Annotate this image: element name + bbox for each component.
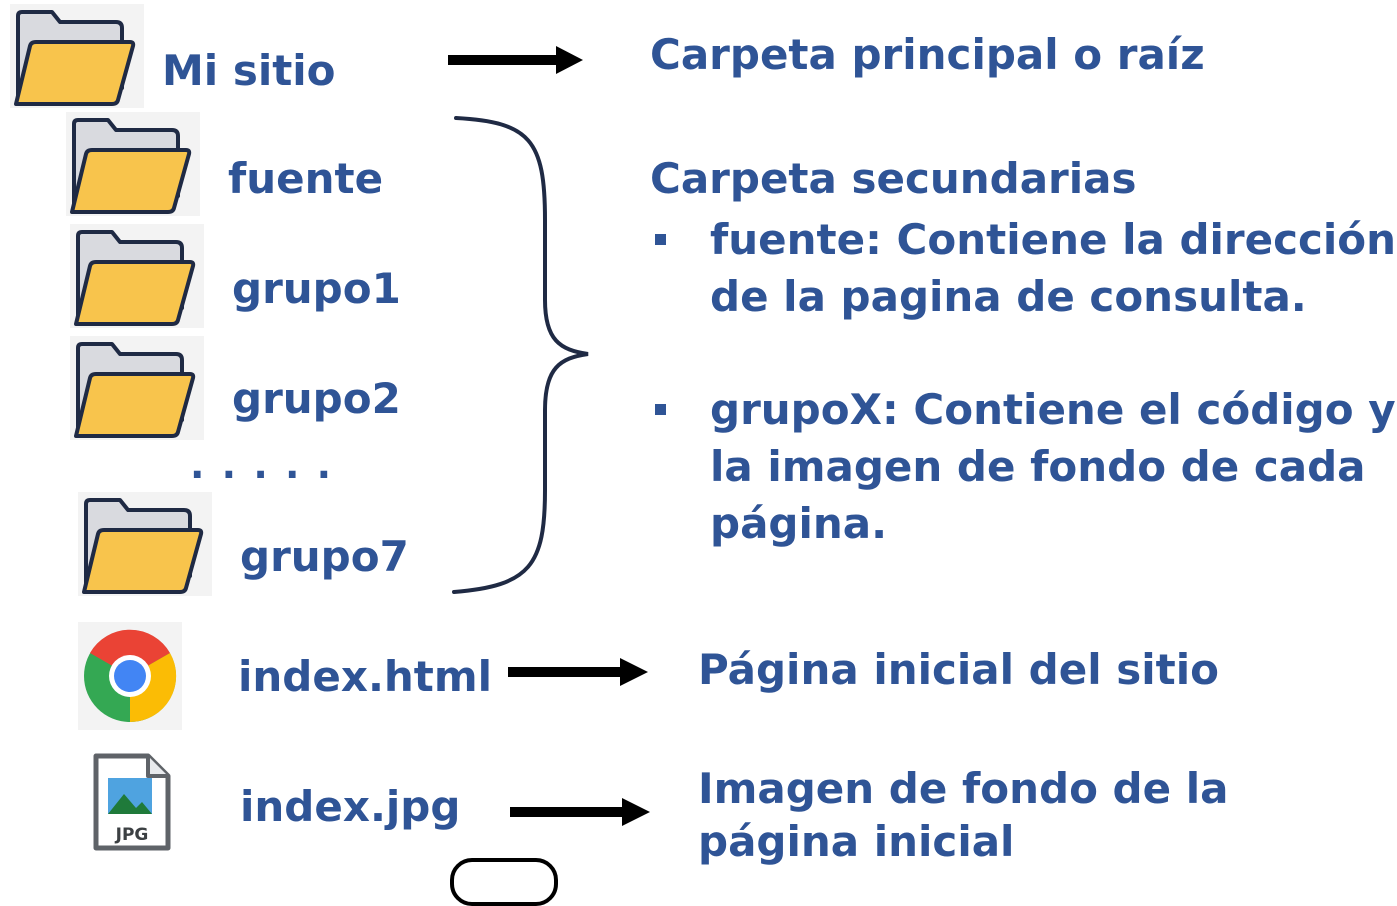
bullet-line: grupoX: Contiene el código y — [710, 385, 1396, 435]
arrow-index-jpg — [510, 798, 650, 826]
jpg-badge: JPG — [115, 825, 149, 845]
folder-icon[interactable] — [68, 116, 192, 216]
curly-brace — [452, 116, 589, 594]
jpg-file-icon[interactable]: JPG — [92, 752, 172, 856]
tree-subfolder-label[interactable]: fuente — [228, 154, 384, 203]
bullet-line: de la pagina de consulta. — [710, 271, 1307, 321]
bullet-square — [655, 404, 666, 416]
desc-secondary-title: Carpeta secundarias — [650, 154, 1137, 203]
folder-icon[interactable] — [72, 340, 196, 440]
folder-icon[interactable] — [80, 496, 204, 596]
arrow-index-html — [508, 658, 648, 686]
bullet-line: la imagen de fondo de cada — [710, 442, 1366, 492]
tree-subfolder-label[interactable]: grupo7 — [240, 532, 409, 581]
desc-index-jpg-line1: Imagen de fondo de la — [698, 764, 1229, 813]
tree-file-label[interactable]: index.jpg — [240, 782, 461, 831]
tree-subfolder-label[interactable]: grupo1 — [232, 264, 401, 313]
tree-ellipsis: . . . . . — [190, 443, 334, 487]
bullet-line: página. — [710, 498, 888, 548]
tree-subfolder-label[interactable]: grupo2 — [232, 374, 401, 423]
desc-index-html: Página inicial del sitio — [698, 645, 1219, 694]
bullet-item: fuente: Contiene la dirección de la pagi… — [650, 212, 1396, 325]
desc-secondary-list: fuente: Contiene la dirección de la pagi… — [650, 212, 1396, 552]
folder-icon[interactable] — [72, 228, 196, 328]
desc-index-jpg-line2: página inicial — [698, 817, 1015, 866]
folder-icon[interactable] — [12, 8, 136, 108]
tree-root-label[interactable]: Mi sitio — [162, 46, 336, 95]
desc-root: Carpeta principal o raíz — [650, 30, 1205, 79]
bullet-square — [655, 234, 666, 245]
cropped-shape — [450, 858, 558, 906]
arrow-root — [448, 46, 583, 74]
chrome-icon[interactable] — [82, 628, 178, 728]
tree-file-label[interactable]: index.html — [238, 652, 493, 701]
bullet-item: grupoX: Contiene el código y la imagen d… — [650, 382, 1396, 552]
bullet-line: fuente: Contiene la dirección — [710, 215, 1397, 264]
